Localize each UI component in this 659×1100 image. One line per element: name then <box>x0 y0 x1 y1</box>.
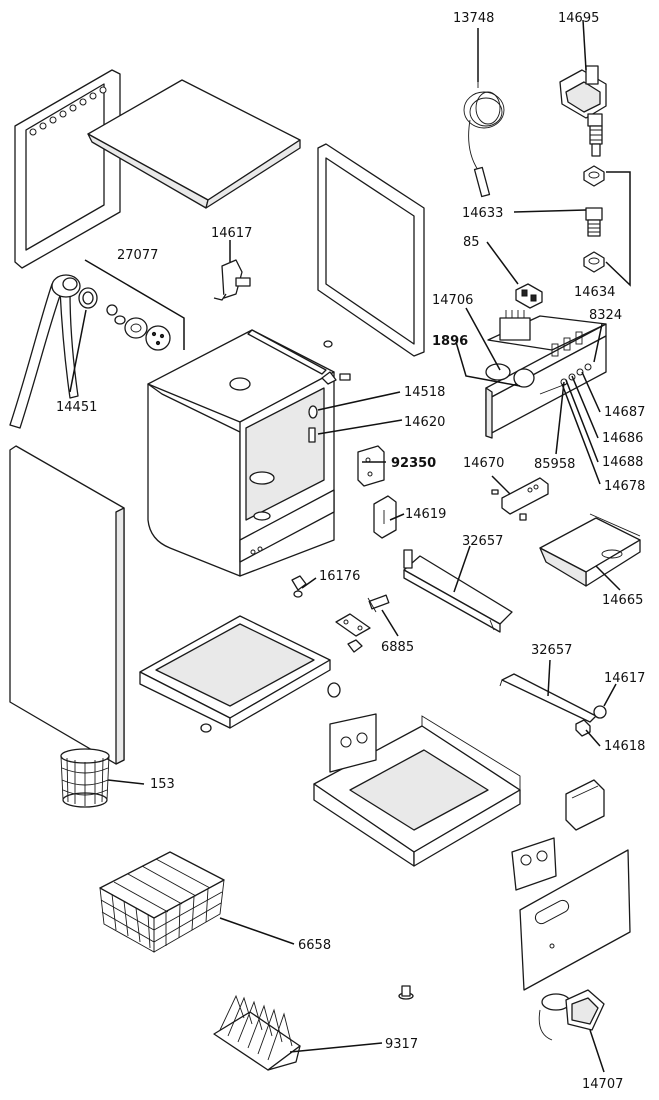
label-27077: 27077 <box>117 248 158 263</box>
rod-32657-lower <box>499 673 597 723</box>
fitting-stack <box>583 165 605 273</box>
leveling-foot <box>398 985 414 1000</box>
label-85958: 85958 <box>534 457 575 472</box>
base-frame <box>313 713 521 867</box>
label-16176: 16176 <box>319 569 360 584</box>
label-32657-lower: 32657 <box>531 643 572 658</box>
small-cover <box>565 779 605 831</box>
label-14617-lower: 14617 <box>604 671 645 686</box>
pump-14707 <box>538 989 605 1041</box>
label-14706: 14706 <box>432 293 473 308</box>
label-92350: 92350 <box>391 456 436 471</box>
left-side-panel <box>9 445 125 765</box>
label-14518: 14518 <box>404 385 445 400</box>
label-153: 153 <box>150 777 175 792</box>
board-14670 <box>491 477 549 521</box>
terminal-block-85 <box>515 283 543 309</box>
label-14618: 14618 <box>604 739 645 754</box>
leader-lines <box>69 19 631 1073</box>
basket-6658 <box>99 851 225 953</box>
fittings-lower <box>575 705 607 737</box>
thermostat-capillary-13748 <box>463 28 505 198</box>
label-6885: 6885 <box>381 640 414 655</box>
label-14451: 14451 <box>56 400 97 415</box>
label-1896: 1896 <box>432 334 468 349</box>
label-32657-upper: 32657 <box>462 534 503 549</box>
pin-6885 <box>327 594 390 698</box>
label-14686: 14686 <box>602 431 643 446</box>
basket-153 <box>60 748 110 808</box>
label-14633: 14633 <box>462 206 503 221</box>
rear-side-panel <box>14 69 121 269</box>
label-14688: 14688 <box>602 455 643 470</box>
label-14665: 14665 <box>602 593 643 608</box>
rail-32657-upper <box>403 549 513 633</box>
plate-14619 <box>373 495 397 539</box>
label-13748: 13748 <box>453 11 494 26</box>
label-85: 85 <box>463 235 480 250</box>
top-cover-panel <box>87 79 301 209</box>
label-14617-top: 14617 <box>211 226 252 241</box>
mount-plate <box>511 837 557 891</box>
label-14678: 14678 <box>604 479 645 494</box>
hose-assembly <box>9 274 171 429</box>
main-cabinet <box>147 329 351 577</box>
frame-14665 <box>539 513 641 587</box>
bracket-92350 <box>357 445 385 487</box>
label-14634: 14634 <box>574 285 615 300</box>
drip-tray <box>139 615 331 733</box>
right-side-panel <box>317 143 425 357</box>
thermostat-14695 <box>559 65 607 157</box>
label-14619: 14619 <box>405 507 446 522</box>
label-14687: 14687 <box>604 405 645 420</box>
front-panel <box>519 849 631 991</box>
label-14620: 14620 <box>404 415 445 430</box>
label-9317: 9317 <box>385 1037 418 1052</box>
control-bracket <box>485 310 607 439</box>
label-8324: 8324 <box>589 308 622 323</box>
label-14707: 14707 <box>582 1077 623 1092</box>
part-labels: 13748 14695 14633 85 14634 14617 27077 1… <box>56 11 645 1092</box>
clip-16176 <box>291 575 307 598</box>
label-14695: 14695 <box>558 11 599 26</box>
label-14670: 14670 <box>463 456 504 471</box>
label-6658: 6658 <box>298 938 331 953</box>
rack-9317 <box>213 994 301 1071</box>
valve-14617-top <box>213 259 251 301</box>
